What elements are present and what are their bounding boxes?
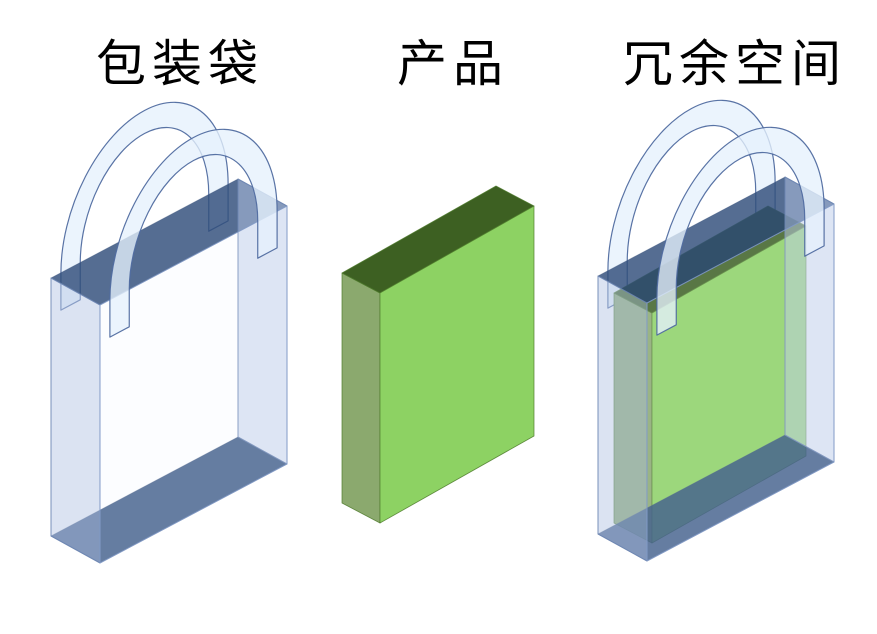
bag-body (50, 178, 288, 564)
product-label: 产品 (397, 36, 509, 92)
slack-space-label: 冗余空间 (623, 36, 847, 92)
empty-bag-figure (50, 65, 288, 564)
bag-with-product-figure (597, 63, 835, 562)
product-box (341, 185, 535, 524)
product-box-figure (341, 185, 535, 524)
bag-label: 包装袋 (96, 36, 264, 92)
bag-body (597, 176, 835, 562)
